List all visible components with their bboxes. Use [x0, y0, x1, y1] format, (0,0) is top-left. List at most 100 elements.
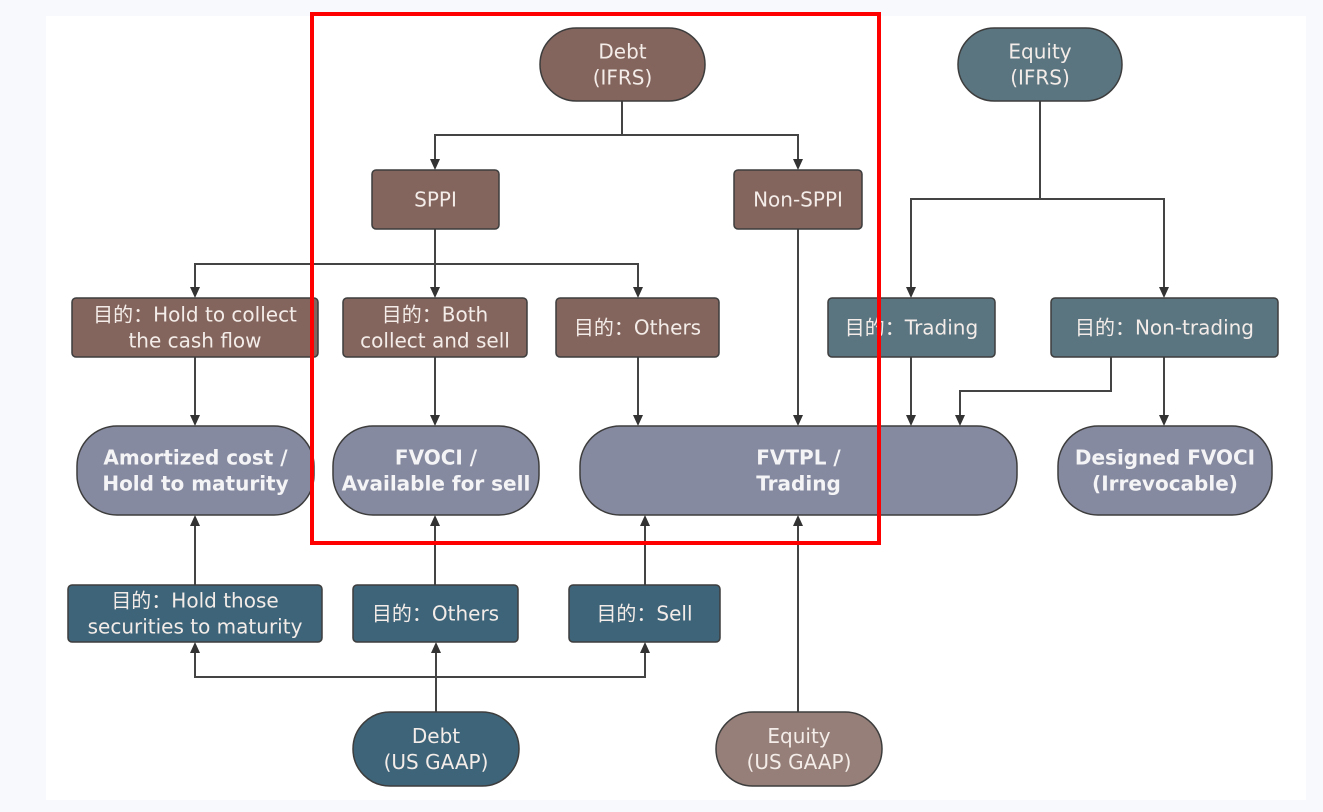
process-box	[371, 169, 500, 230]
arrowhead-icon	[1159, 287, 1169, 298]
arrowhead-icon	[640, 642, 650, 653]
connector-equity-ifrs-to-purpose-trading	[906, 101, 1041, 298]
connector-line	[435, 650, 646, 712]
connectors	[190, 101, 1169, 712]
connector-purpose-hold-collect-to-amortized-cost	[190, 357, 200, 426]
terminal-shape	[332, 425, 540, 516]
node-purpose-others-gaap: 目的：Others	[352, 584, 519, 643]
node-debt-ifrs: Debt(IFRS)	[539, 27, 706, 102]
node-equity-us-gaap: Equity(US GAAP)	[715, 711, 883, 787]
connector-line	[1039, 101, 1165, 290]
arrowhead-icon	[430, 159, 440, 170]
diagram-canvas	[46, 16, 1306, 800]
node-label: the cash flow	[128, 329, 261, 353]
node-purpose-others-ifrs: 目的：Others	[555, 297, 720, 358]
arrowhead-icon	[906, 415, 916, 426]
node-fvtpl: FVTPL /Trading	[579, 425, 1018, 516]
connector-purpose-both-to-fvoci	[430, 357, 440, 426]
connector-equity-us-gaap-to-fvtpl	[793, 515, 803, 712]
node-label: 目的：Hold to collect	[93, 303, 297, 327]
node-label: (US GAAP)	[747, 750, 852, 774]
node-fvoci: FVOCI /Available for sell	[332, 425, 540, 516]
connector-purpose-sell-to-fvtpl	[640, 515, 650, 585]
terminal-shape	[352, 711, 520, 787]
node-label: (IFRS)	[593, 66, 653, 90]
connector-purpose-trading-to-fvtpl	[906, 357, 916, 426]
connector-line	[434, 101, 623, 162]
process-box	[352, 584, 519, 643]
node-label: 目的：Sell	[596, 602, 692, 626]
node-label: 目的：Both	[382, 303, 488, 327]
process-box	[733, 169, 863, 230]
node-purpose-trading: 目的：Trading	[827, 297, 996, 358]
arrowhead-icon	[190, 515, 200, 526]
terminal-shape	[579, 425, 1018, 516]
arrowhead-icon	[633, 415, 643, 426]
node-label: Amortized cost /	[103, 446, 288, 470]
process-box	[1050, 297, 1279, 358]
node-label: SPPI	[414, 188, 457, 212]
node-label: (Irrevocable)	[1092, 472, 1238, 496]
arrowhead-icon	[793, 159, 803, 170]
node-label: Trading	[756, 472, 841, 496]
arrowhead-icon	[190, 642, 200, 653]
process-box	[568, 584, 721, 643]
terminal-shape	[715, 711, 883, 787]
node-label: 目的：Non-trading	[1075, 316, 1254, 340]
node-label: FVOCI /	[395, 446, 478, 470]
connector-debt-us-gaap-to-purpose-sell	[435, 642, 650, 712]
node-label: 目的：Trading	[845, 316, 978, 340]
connector-non-sppi-to-fvtpl	[793, 229, 803, 426]
node-label: FVTPL /	[756, 446, 841, 470]
node-equity-ifrs: Equity(IFRS)	[957, 27, 1123, 102]
node-label: Debt	[412, 724, 460, 748]
arrowhead-icon	[633, 287, 643, 298]
terminal-shape	[539, 27, 706, 102]
node-label: (IFRS)	[1010, 66, 1070, 90]
node-label: collect and sell	[360, 329, 510, 353]
highlight-box	[310, 12, 881, 545]
connector-purpose-hold-maturity-to-amortized-cost	[190, 515, 200, 585]
connector-line	[959, 357, 1112, 418]
node-debt-us-gaap: Debt(US GAAP)	[352, 711, 520, 787]
node-label: Debt	[598, 40, 646, 64]
node-sppi: SPPI	[371, 169, 500, 230]
connector-line	[434, 229, 639, 290]
node-label: Equity	[1008, 40, 1071, 64]
connector-line	[910, 101, 1041, 290]
connector-purpose-others-gaap-to-fvoci	[430, 515, 440, 585]
node-label: Available for sell	[342, 472, 531, 496]
process-box	[827, 297, 996, 358]
node-label: 目的：Hold those	[111, 589, 278, 613]
connector-debt-us-gaap-to-purpose-hold-maturity	[190, 642, 437, 712]
connector-line	[621, 101, 799, 162]
terminal-shape	[1057, 425, 1273, 516]
arrowhead-icon	[190, 415, 200, 426]
arrowhead-icon	[430, 287, 440, 298]
connector-debt-ifrs-to-non-sppi	[621, 101, 803, 170]
process-box	[555, 297, 720, 358]
node-label: Hold to maturity	[102, 472, 288, 496]
node-amortized-cost: Amortized cost /Hold to maturity	[76, 425, 315, 516]
arrowhead-icon	[793, 515, 803, 526]
node-purpose-sell: 目的：Sell	[568, 584, 721, 643]
process-box	[67, 584, 323, 643]
connector-equity-ifrs-to-purpose-non-trading	[1039, 101, 1169, 298]
node-designed-fvoci: Designed FVOCI(Irrevocable)	[1057, 425, 1273, 516]
terminal-shape	[957, 27, 1123, 102]
node-purpose-non-trading: 目的：Non-trading	[1050, 297, 1279, 358]
arrowhead-icon	[431, 642, 441, 653]
connector-purpose-non-trading-to-fvtpl	[955, 357, 1112, 426]
connector-purpose-non-trading-to-designed-fvoci	[1159, 357, 1169, 426]
arrowhead-icon	[430, 515, 440, 526]
arrowhead-icon	[430, 415, 440, 426]
node-label: securities to maturity	[88, 615, 303, 639]
connector-sppi-to-purpose-others-ifrs	[434, 229, 643, 298]
node-label: (US GAAP)	[384, 750, 489, 774]
arrowhead-icon	[640, 515, 650, 526]
